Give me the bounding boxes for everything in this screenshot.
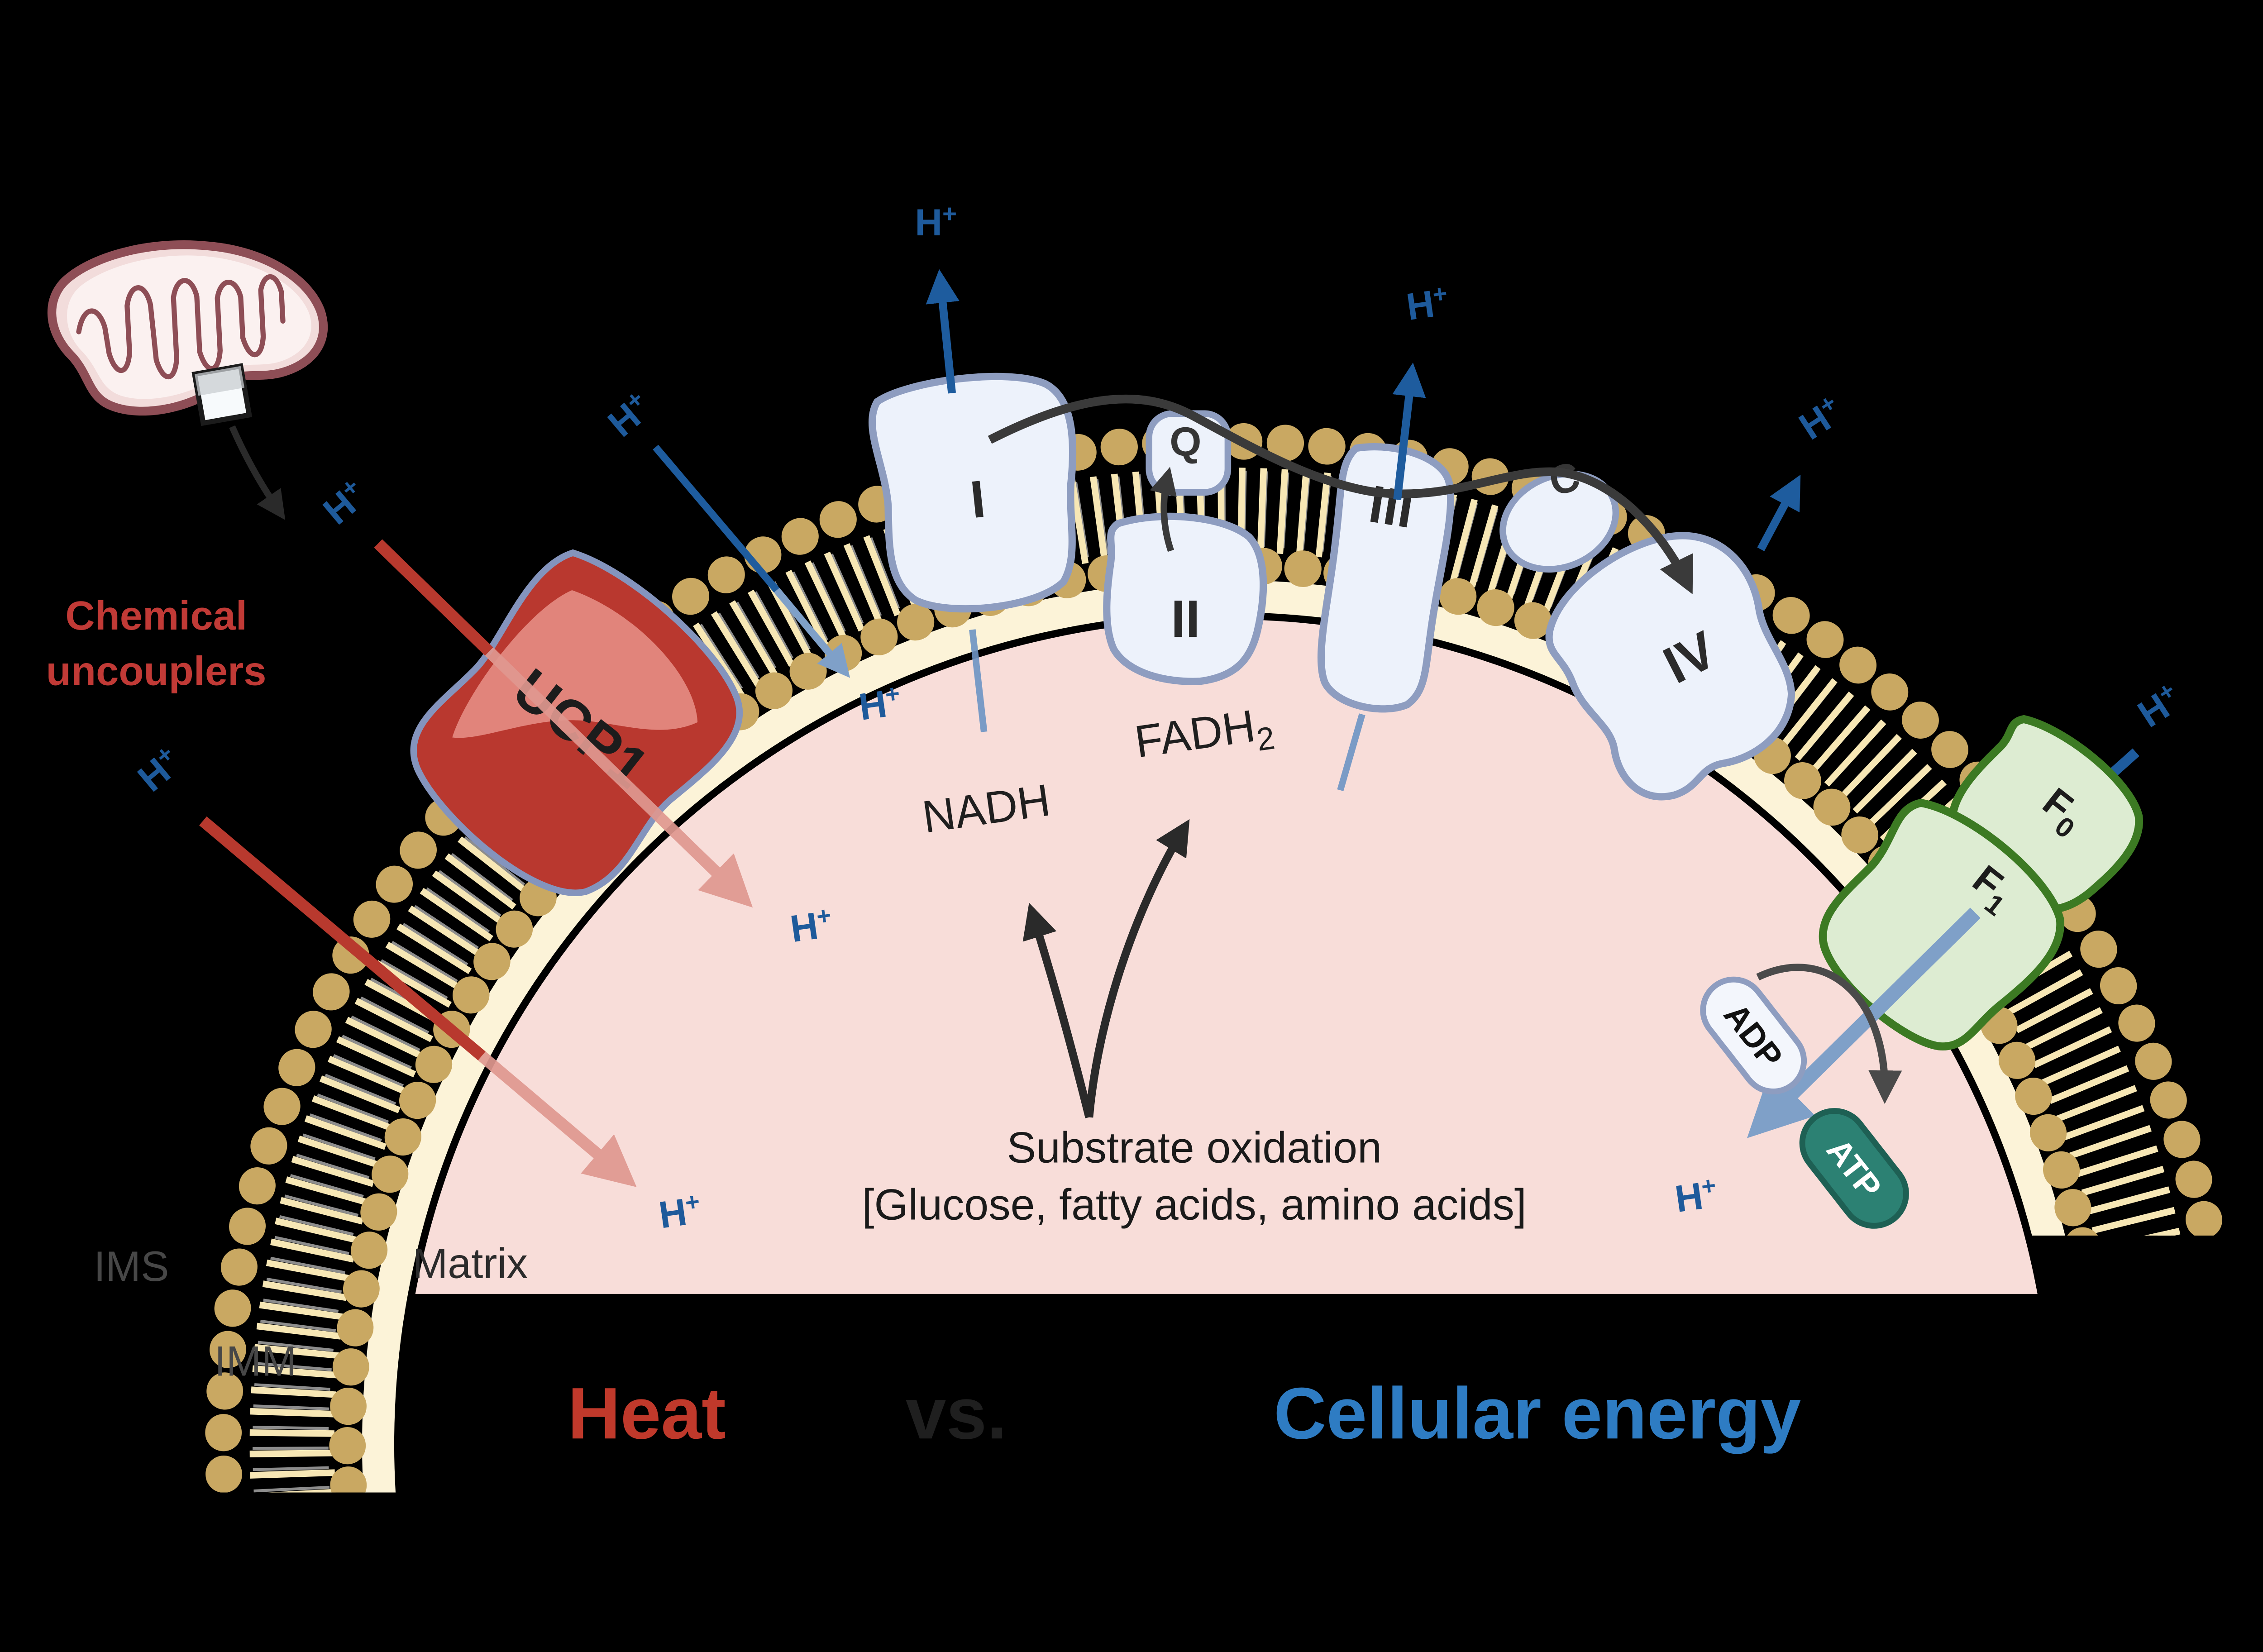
mitochondrion-cristae <box>76 274 286 379</box>
adp-to-atp-arrow <box>1756 964 1902 1104</box>
substrate-to-nadh-arrow <box>1022 902 1093 1118</box>
complex-iii-connector <box>1337 713 1365 791</box>
h-plus-label: H+ <box>915 200 957 244</box>
proton-efflux-arrow-complex-iii <box>1392 363 1426 501</box>
h-plus-label: H+ <box>599 384 659 445</box>
ucp1-highlight <box>452 590 698 738</box>
complex-i-nadh-connector <box>969 629 988 732</box>
ims-label: IMS <box>94 1242 169 1290</box>
chemical-uncouplers-line2: uncouplers <box>46 649 267 694</box>
uncoupler-arrow-b-matrix <box>478 1051 637 1187</box>
chemical-uncouplers-line1: Chemical <box>65 593 247 639</box>
adp-pill: ADP <box>1700 976 1807 1095</box>
complex-ii <box>1103 512 1267 685</box>
substrate-to-fadh2-arrow <box>1085 819 1190 1118</box>
proton-efflux-arrow-complex-i <box>926 269 960 394</box>
substrate-oxidation-label: Substrate oxidation [Glucose, fatty acid… <box>862 1123 1527 1229</box>
h-plus-label: H+ <box>656 1187 704 1237</box>
h-plus-label: H+ <box>1791 388 1850 448</box>
vs-label: vs. <box>906 1373 1007 1454</box>
cellular-energy-label: Cellular energy <box>1274 1373 1801 1454</box>
matrix-label: Matrix <box>412 1239 528 1287</box>
mitochondrion-illustration <box>47 240 328 416</box>
heat-label: Heat <box>568 1373 726 1454</box>
complex-ii-to-q-arrow <box>1150 467 1177 552</box>
substrate-line1: Substrate oxidation <box>1007 1123 1381 1172</box>
uncoupler-arrow-a-matrix <box>485 647 753 908</box>
complex-iii <box>1317 443 1455 713</box>
zoom-box <box>191 363 253 426</box>
atp-pill: ATP <box>1799 1108 1909 1229</box>
proton-leak-arrow-solid <box>653 444 780 593</box>
complex-iii-label: III <box>1365 474 1418 540</box>
uncoupler-arrow-b-solid <box>199 816 486 1060</box>
h-plus-label: H+ <box>129 739 189 800</box>
h-plus-label: H+ <box>2129 676 2189 735</box>
substrate-line2: [Glucose, fatty acids, amino acids] <box>862 1179 1527 1229</box>
zoom-pointer-arrow <box>229 425 286 520</box>
proton-leak-arrow-matrix <box>773 587 850 678</box>
h-plus-label: H+ <box>1404 279 1451 328</box>
imm-label: IMM <box>215 1337 297 1385</box>
electron-flow-arrow <box>988 394 1693 595</box>
complex-iv <box>1545 532 1795 801</box>
chemical-uncouplers-label: Chemical uncouplers <box>46 593 267 694</box>
h-plus-label: H+ <box>1672 1171 1720 1220</box>
complex-ii-label: II <box>1171 589 1200 648</box>
proton-efflux-arrow-complex-iv <box>1757 474 1801 551</box>
complex-i <box>869 372 1077 613</box>
h-plus-label: H+ <box>314 472 374 533</box>
uncoupler-arrow-a-solid <box>374 539 493 656</box>
q-label: Q <box>1170 419 1201 465</box>
atp-synthase-f1 <box>1819 798 2065 1050</box>
